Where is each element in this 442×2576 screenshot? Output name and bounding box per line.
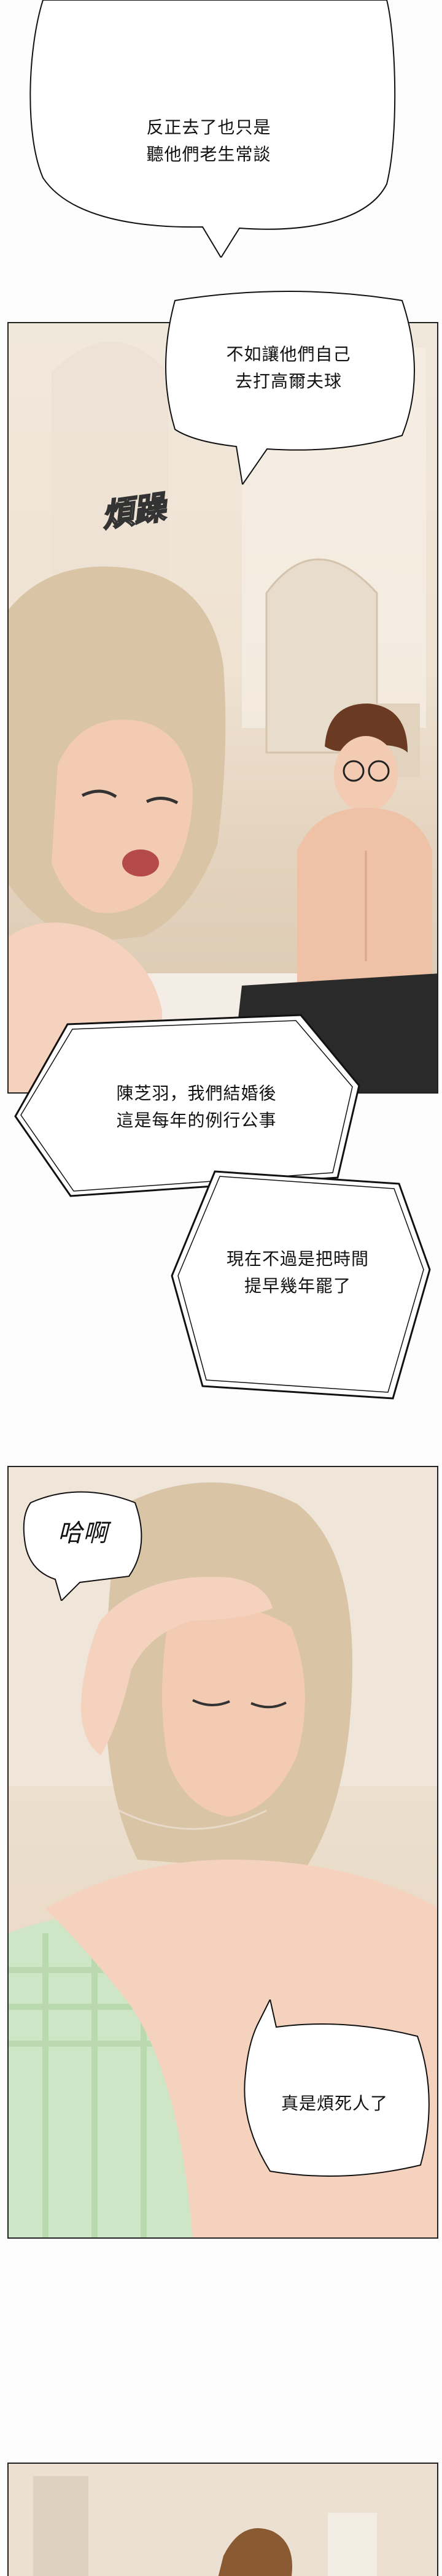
narration-box-2: [171, 1170, 431, 1400]
narration-box-1-text: 陳芝羽，我們結婚後 這是每年的例行公事: [116, 1083, 277, 1130]
sfx-irritated: 煩躁: [98, 481, 168, 536]
panel-3-art: [9, 2464, 437, 2576]
speech-bubble-1: [29, 0, 396, 258]
sfx-irritated-text: 煩躁: [99, 488, 168, 535]
speech-bubble-5-text-wrap: 真是煩死人了: [249, 2067, 421, 2141]
speech-bubble-1-text-wrap: 反正去了也只是 聽他們老生常談: [74, 104, 344, 178]
panel-3: [7, 2463, 438, 2576]
narration-box-2-text: 現在不過是把時間 提早幾年罷了: [226, 1249, 369, 1296]
speech-bubble-2-text-wrap: 不如讓他們自己 去打高爾夫球: [175, 331, 402, 405]
narration-box-1-text-wrap: 陳芝羽，我們結婚後 這是每年的例行公事: [68, 1067, 325, 1147]
sfx-sigh-text: 哈啊: [58, 1519, 108, 1547]
speech-bubble-sigh: [23, 1491, 142, 1601]
narration-box-1: [14, 1014, 360, 1197]
speech-bubble-sigh-text-wrap: 哈啊: [28, 1497, 138, 1570]
speech-bubble-5-text: 真是煩死人了: [281, 2093, 388, 2114]
speech-bubble-2: [165, 291, 415, 485]
speech-bubble-2-text: 不如讓他們自己 去打高爾夫球: [226, 344, 351, 391]
speech-bubble-5: [244, 1999, 430, 2177]
speech-bubble-1-text: 反正去了也只是 聽他們老生常談: [146, 117, 271, 164]
narration-box-2-text-wrap: 現在不過是把時間 提早幾年罷了: [184, 1233, 411, 1313]
